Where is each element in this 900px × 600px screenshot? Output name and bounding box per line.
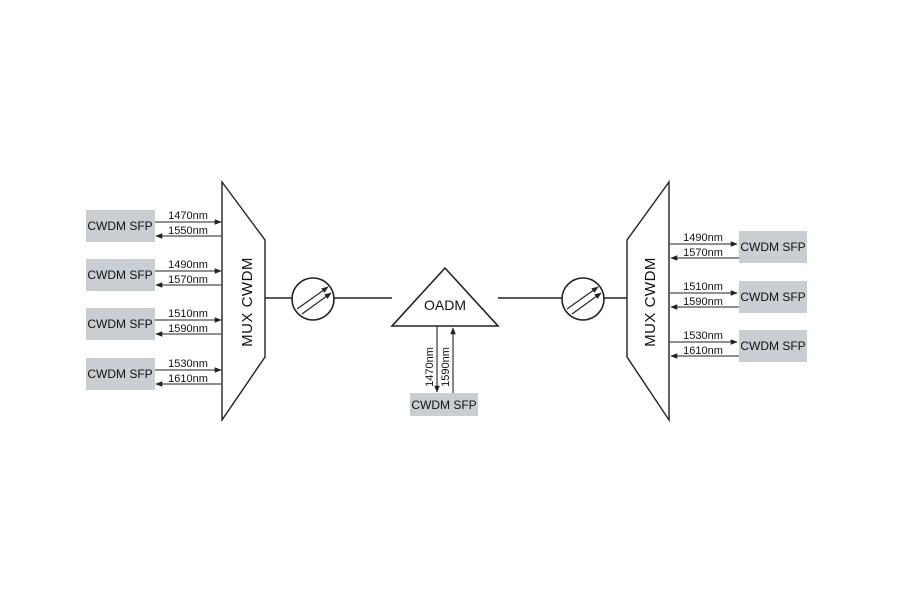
left-mux-shape	[221, 179, 266, 423]
right-mux: MUX CWDM	[626, 179, 670, 423]
right-mux-shape	[626, 179, 670, 423]
rx-label: 1570nm	[168, 274, 208, 286]
left-port-2: CWDM SFP 1490nm 1570nm	[86, 259, 222, 291]
rx-label: 1590nm	[168, 323, 208, 335]
sfp-box	[86, 358, 155, 390]
sfp-label: CWDM SFP	[87, 268, 152, 282]
tx-label: 1470nm	[168, 210, 208, 222]
sfp-label: CWDM SFP	[87, 317, 152, 331]
sfp-box	[739, 281, 807, 313]
left-port-1: CWDM SFP 1470nm 1550nm	[86, 210, 222, 242]
oadm-label: OADM	[424, 297, 466, 313]
fiber-spool-icon-left	[291, 277, 335, 321]
sfp-box	[86, 308, 155, 340]
oadm-drop-label: 1470nm	[424, 347, 436, 387]
fiber-spool-icon-right	[561, 277, 605, 321]
left-port-4: CWDM SFP 1530nm 1610nm	[86, 358, 222, 390]
sfp-box	[739, 330, 807, 362]
left-mux-label: MUX CWDM	[239, 257, 256, 347]
tx-label: 1530nm	[683, 330, 723, 342]
sfp-label: CWDM SFP	[87, 219, 152, 233]
right-mux-label: MUX CWDM	[642, 257, 659, 347]
tx-label: 1490nm	[683, 232, 723, 244]
sfp-label: CWDM SFP	[740, 240, 805, 254]
sfp-label: CWDM SFP	[740, 290, 805, 304]
sfp-box	[739, 231, 807, 263]
oadm: OADM 1470nm 1590nm CWDM SFP	[390, 266, 500, 416]
sfp-box	[86, 210, 155, 242]
sfp-label: CWDM SFP	[740, 339, 805, 353]
tx-label: 1530nm	[168, 358, 208, 370]
rx-label: 1610nm	[168, 373, 208, 385]
rx-label: 1570nm	[683, 247, 723, 259]
rx-label: 1550nm	[168, 225, 208, 237]
oadm-sfp-box	[410, 393, 478, 416]
left-mux: MUX CWDM	[221, 179, 266, 423]
rx-label: 1610nm	[683, 345, 723, 357]
left-port-3: CWDM SFP 1510nm 1590nm	[86, 308, 222, 340]
oadm-triangle	[390, 266, 500, 327]
oadm-add-label: 1590nm	[440, 347, 452, 387]
tx-label: 1510nm	[683, 281, 723, 293]
right-port-2: CWDM SFP 1510nm 1590nm	[670, 281, 807, 313]
sfp-box	[86, 259, 155, 291]
oadm-sfp-label: CWDM SFP	[411, 398, 476, 412]
right-port-1: CWDM SFP 1490nm 1570nm	[670, 231, 807, 263]
rx-label: 1590nm	[683, 296, 723, 308]
sfp-label: CWDM SFP	[87, 367, 152, 381]
tx-label: 1490nm	[168, 259, 208, 271]
tx-label: 1510nm	[168, 308, 208, 320]
right-port-3: CWDM SFP 1530nm 1610nm	[670, 330, 807, 362]
